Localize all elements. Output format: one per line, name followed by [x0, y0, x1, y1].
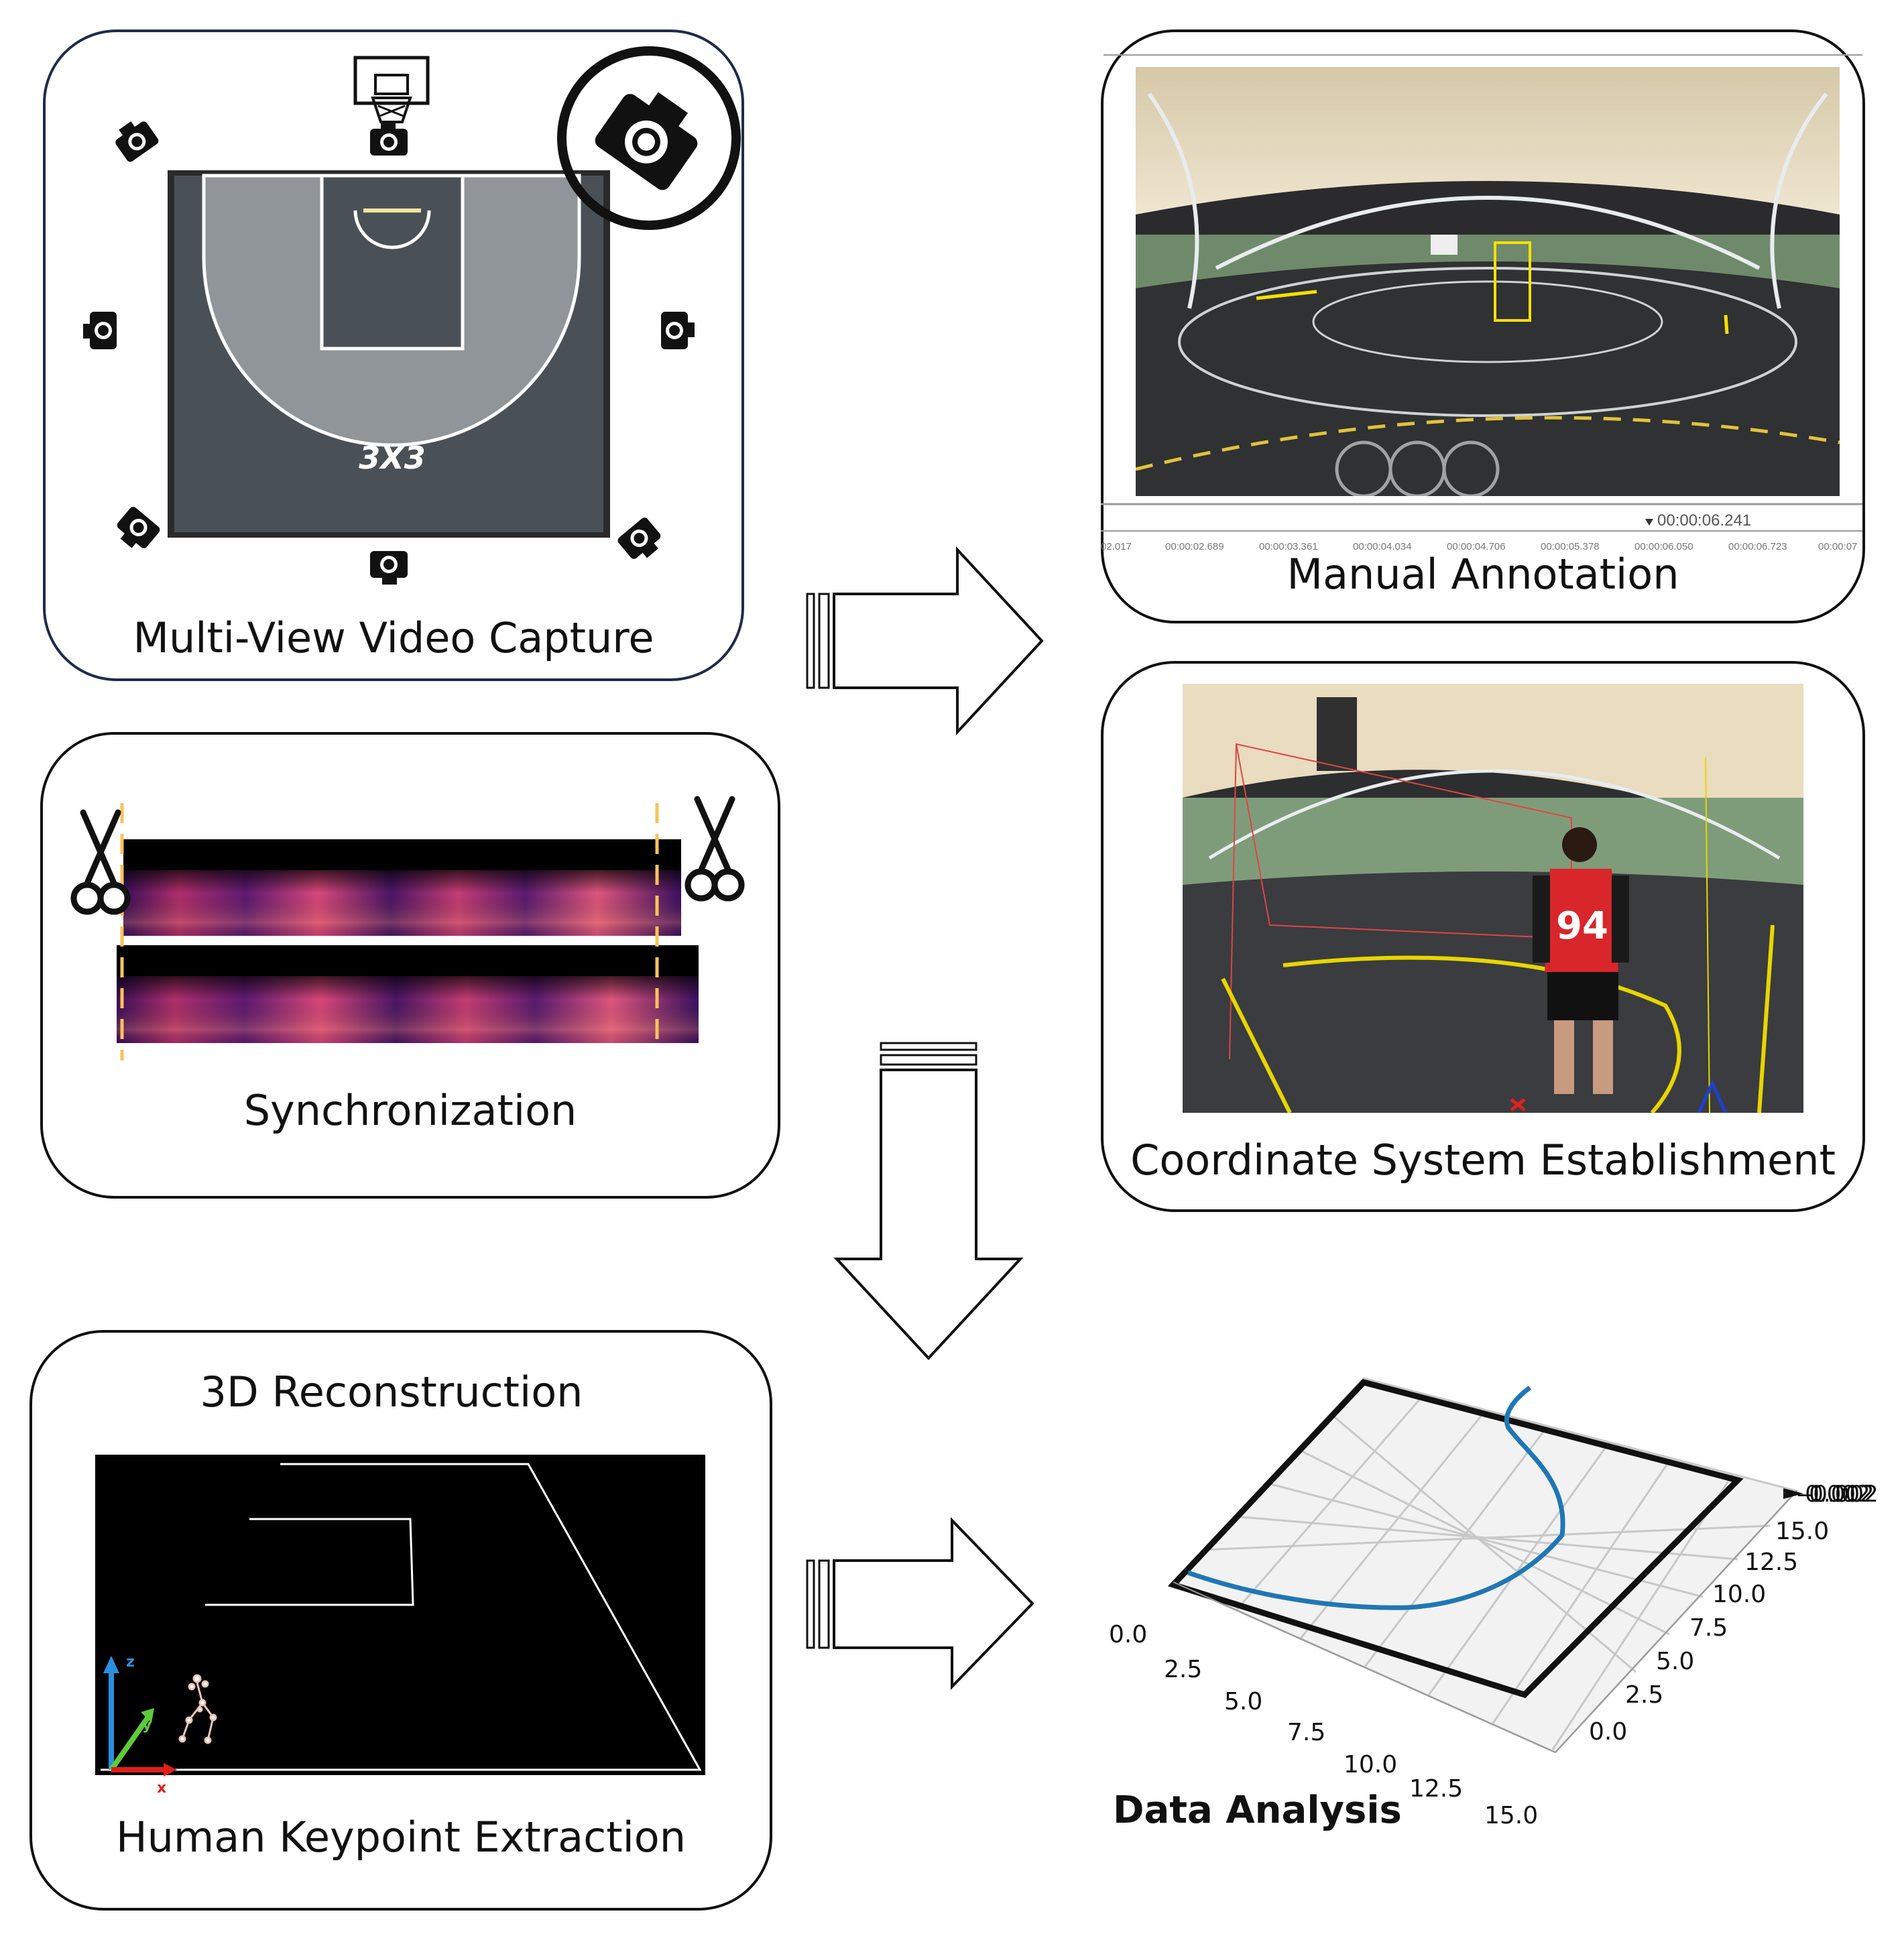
data-analysis-plot: 0.0 2.5 5.0 7.5 10.0 12.5 15.0 0.0 2.5 5…	[1109, 1377, 1879, 1829]
trajectory-line	[1187, 1386, 1565, 1610]
svg-text:x: x	[157, 1780, 166, 1797]
axis-gizmo: z y x	[103, 1654, 177, 1797]
spectrogram-bottom	[117, 945, 699, 1043]
x-tick: 12.5	[1409, 1775, 1463, 1803]
keypoint-skeleton	[178, 1674, 217, 1744]
player-figure: 94	[1533, 827, 1629, 1094]
spectrogram-diagram	[70, 796, 745, 1061]
court-logo: 3X3	[359, 440, 425, 476]
annotation-bounding-box	[1494, 241, 1531, 322]
svg-text:z: z	[126, 1654, 135, 1671]
svg-text:y: y	[142, 1717, 152, 1734]
camera-icon	[83, 312, 117, 349]
y-tick: 12.5	[1744, 1549, 1798, 1576]
timeline-tick: 00:00:04.034	[1353, 541, 1412, 552]
annotation-video-frame	[1136, 67, 1840, 496]
y-tick: 2.5	[1625, 1681, 1663, 1709]
reconstruction-view: z y x	[95, 1455, 705, 1797]
camera-icon	[370, 122, 408, 156]
timeline-tick: 00:00:03.361	[1259, 541, 1318, 552]
scissors-icon	[70, 809, 131, 915]
y-tick: 7.5	[1689, 1614, 1728, 1642]
x-tick: 0.0	[1109, 1621, 1147, 1648]
arrow-right-top	[806, 546, 1044, 736]
y-tick: 0.0	[1589, 1718, 1627, 1746]
highlighted-camera-icon	[557, 46, 741, 230]
analysis-label: Data Analysis	[1113, 1789, 1402, 1832]
scissors-icon	[685, 796, 745, 902]
coordinate-label: Coordinate System Establishment	[1130, 1136, 1836, 1185]
coordinate-photo: 94	[1183, 684, 1803, 1113]
court-outline	[1167, 1378, 1744, 1699]
svg-text:-0.002: -0.002	[1797, 1481, 1870, 1508]
y-tick: 15.0	[1775, 1518, 1829, 1545]
camera-icon	[115, 121, 159, 162]
x-tick: 10.0	[1344, 1751, 1397, 1778]
reconstruction-label: Human Keypoint Extraction	[115, 1813, 687, 1862]
timeline-tick: 00:00:06.050	[1634, 541, 1693, 552]
spectrogram-top	[123, 839, 681, 936]
basketball-court: 3X3	[168, 170, 610, 538]
arrow-right-bottom	[806, 1517, 1034, 1690]
timeline-tick: 00:00:05.378	[1541, 541, 1600, 552]
y-tick: 5.0	[1656, 1648, 1694, 1675]
capture-label: Multi-View Video Capture	[133, 613, 654, 662]
timeline-tick: 00:00:06.723	[1728, 541, 1787, 552]
basket-icon	[353, 56, 430, 123]
timeline-tick: 02.017	[1101, 541, 1132, 552]
svg-text:-0.002: -0.002	[1801, 1481, 1875, 1508]
x-tick: 2.5	[1164, 1656, 1202, 1683]
jersey-number: 94	[1556, 904, 1608, 948]
x-tick: 7.5	[1287, 1719, 1325, 1746]
camera-icon	[370, 551, 408, 585]
timeline-tick: 00:00:07	[1818, 541, 1857, 552]
x-tick: 5.0	[1224, 1688, 1262, 1715]
timeline-current-time: 00:00:06.241	[1657, 511, 1751, 530]
timeline-tick: 00:00:04.706	[1447, 541, 1506, 552]
capture-diagram: 3X3	[168, 56, 610, 538]
camera-icon	[617, 518, 661, 559]
timeline-tick: 00:00:02.689	[1165, 541, 1224, 552]
reconstruction-title: 3D Reconstruction	[200, 1368, 583, 1416]
y-tick: 10.0	[1712, 1581, 1766, 1608]
svg-text:-0.002: -0.002	[1805, 1481, 1879, 1508]
sync-label: Synchronization	[243, 1086, 577, 1135]
camera-icon	[661, 312, 695, 349]
x-tick: 15.0	[1484, 1802, 1538, 1829]
annotation-label: Manual Annotation	[1287, 550, 1679, 599]
arrow-down	[833, 1042, 1024, 1360]
z-tick-overlap: -0.002 -0.002 -0.002	[1797, 1481, 1879, 1508]
camera-icon	[117, 507, 160, 548]
annotation-timeline: 00:00:06.241 02.017 00:00:02.689 00:00:0…	[1101, 54, 1862, 552]
